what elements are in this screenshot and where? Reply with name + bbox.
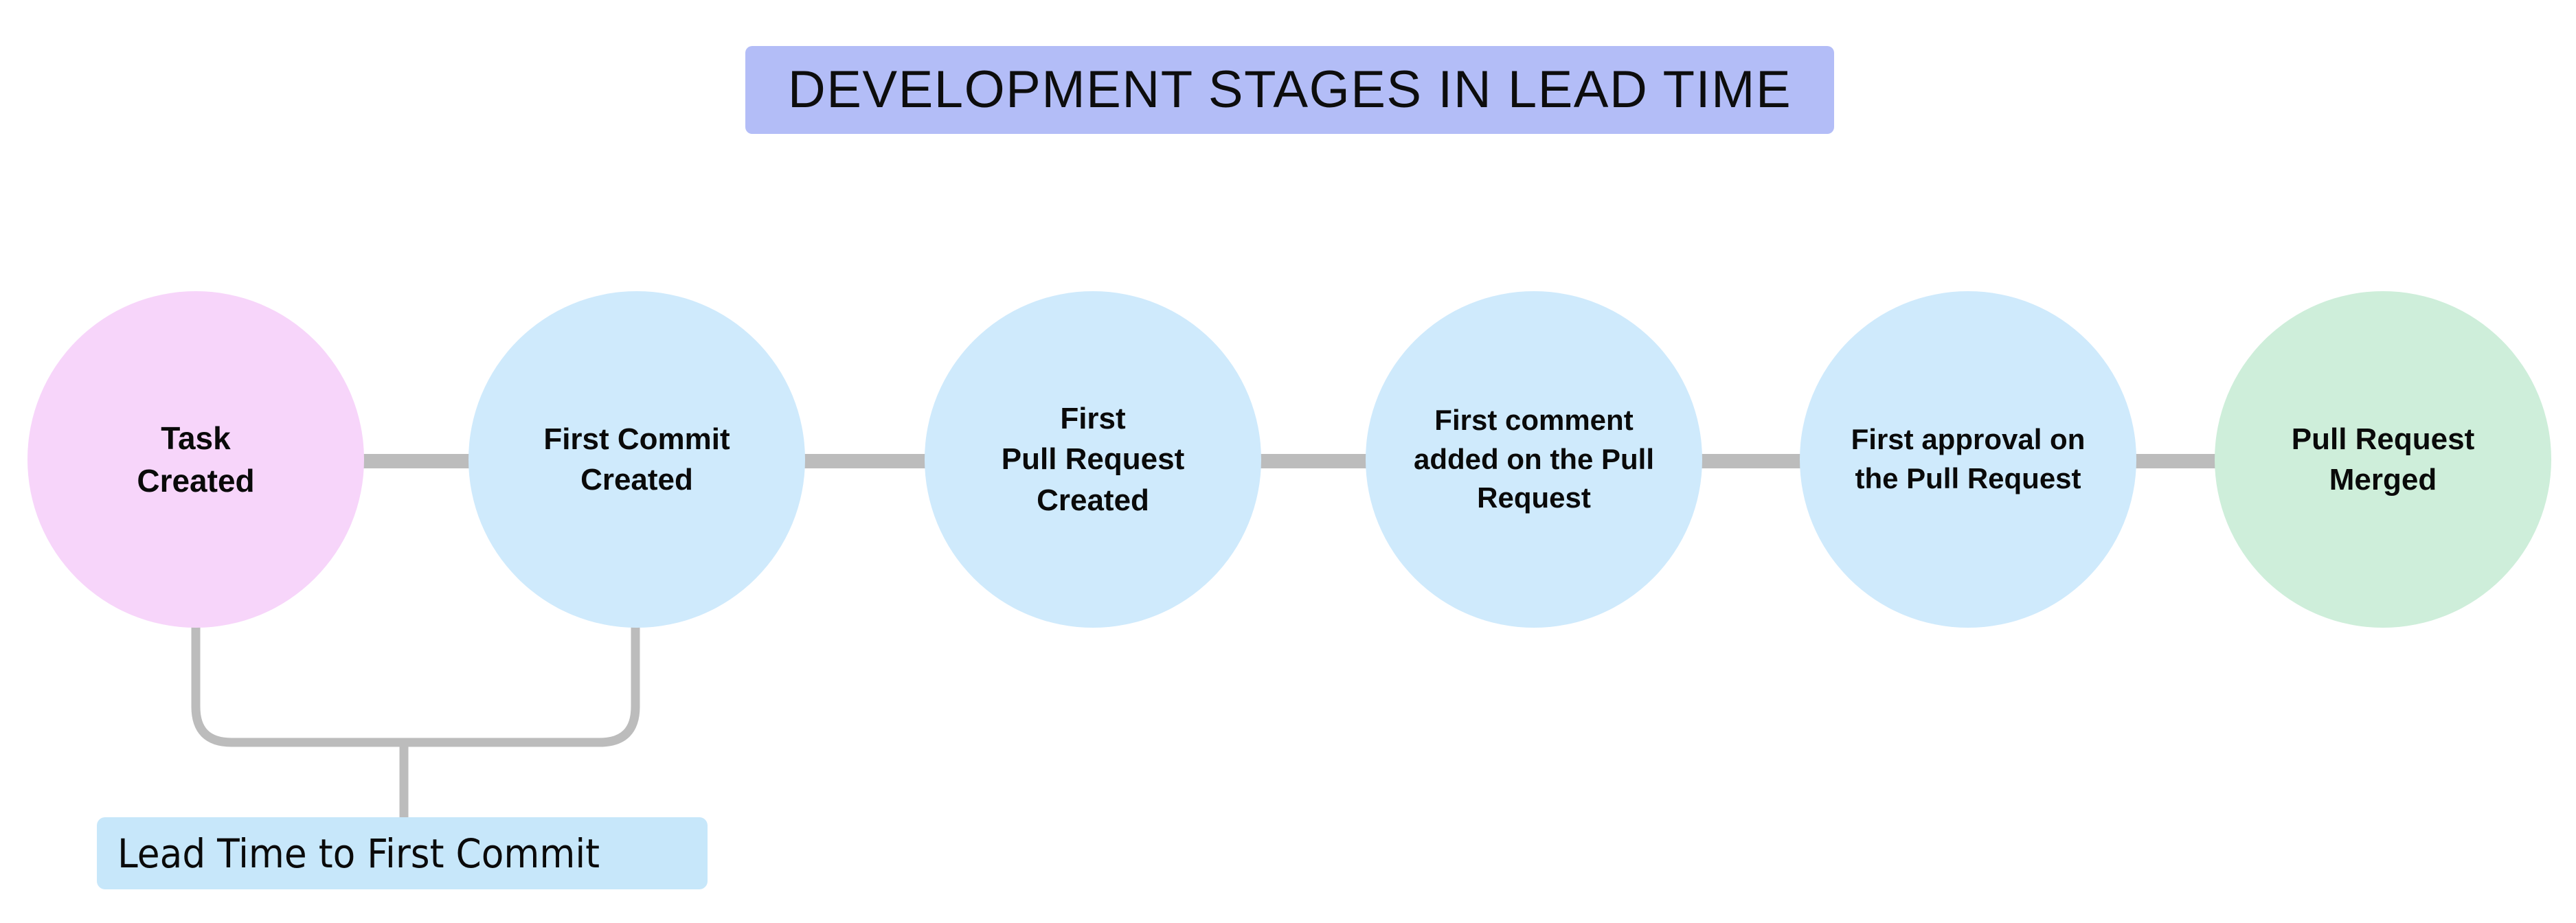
connector-comment-to-approval — [1701, 454, 1801, 468]
stage-node-first-approval[interactable]: First approval on the Pull Request — [1800, 291, 2136, 628]
stage-node-first-commit-created[interactable]: First Commit Created — [468, 291, 805, 628]
page-title-banner: DEVELOPMENT STAGES IN LEAD TIME — [745, 46, 1834, 134]
stage-node-pull-request-merged[interactable]: Pull Request Merged — [2215, 291, 2551, 628]
stage-label-task-created: Task Created — [137, 420, 255, 499]
stage-label-pull-request-merged: Pull Request Merged — [2291, 422, 2475, 497]
stage-label-first-approval: First approval on the Pull Request — [1851, 423, 2086, 494]
stage-label-first-pull-request-created: First Pull Request Created — [1001, 401, 1185, 517]
connector-approval-to-merged — [2135, 454, 2216, 468]
annotation-label: Lead Time to First Commit — [117, 830, 600, 877]
connector-commit-to-pr — [804, 454, 926, 468]
connector-pr-to-comment — [1260, 454, 1367, 468]
annotation-lead-time-to-first-commit[interactable]: Lead Time to First Commit — [97, 817, 708, 889]
stage-node-task-created[interactable]: Task Created — [27, 291, 364, 628]
connector-task-to-commit — [363, 454, 470, 468]
stage-label-first-comment-added: First comment added on the Pull Request — [1413, 403, 1654, 514]
stage-node-first-comment-added[interactable]: First comment added on the Pull Request — [1366, 291, 1702, 628]
stage-node-first-pull-request-created[interactable]: First Pull Request Created — [925, 291, 1261, 628]
bracket-path — [191, 622, 640, 747]
page-title: DEVELOPMENT STAGES IN LEAD TIME — [787, 60, 1792, 119]
stage-label-first-commit-created: First Commit Created — [543, 422, 730, 497]
